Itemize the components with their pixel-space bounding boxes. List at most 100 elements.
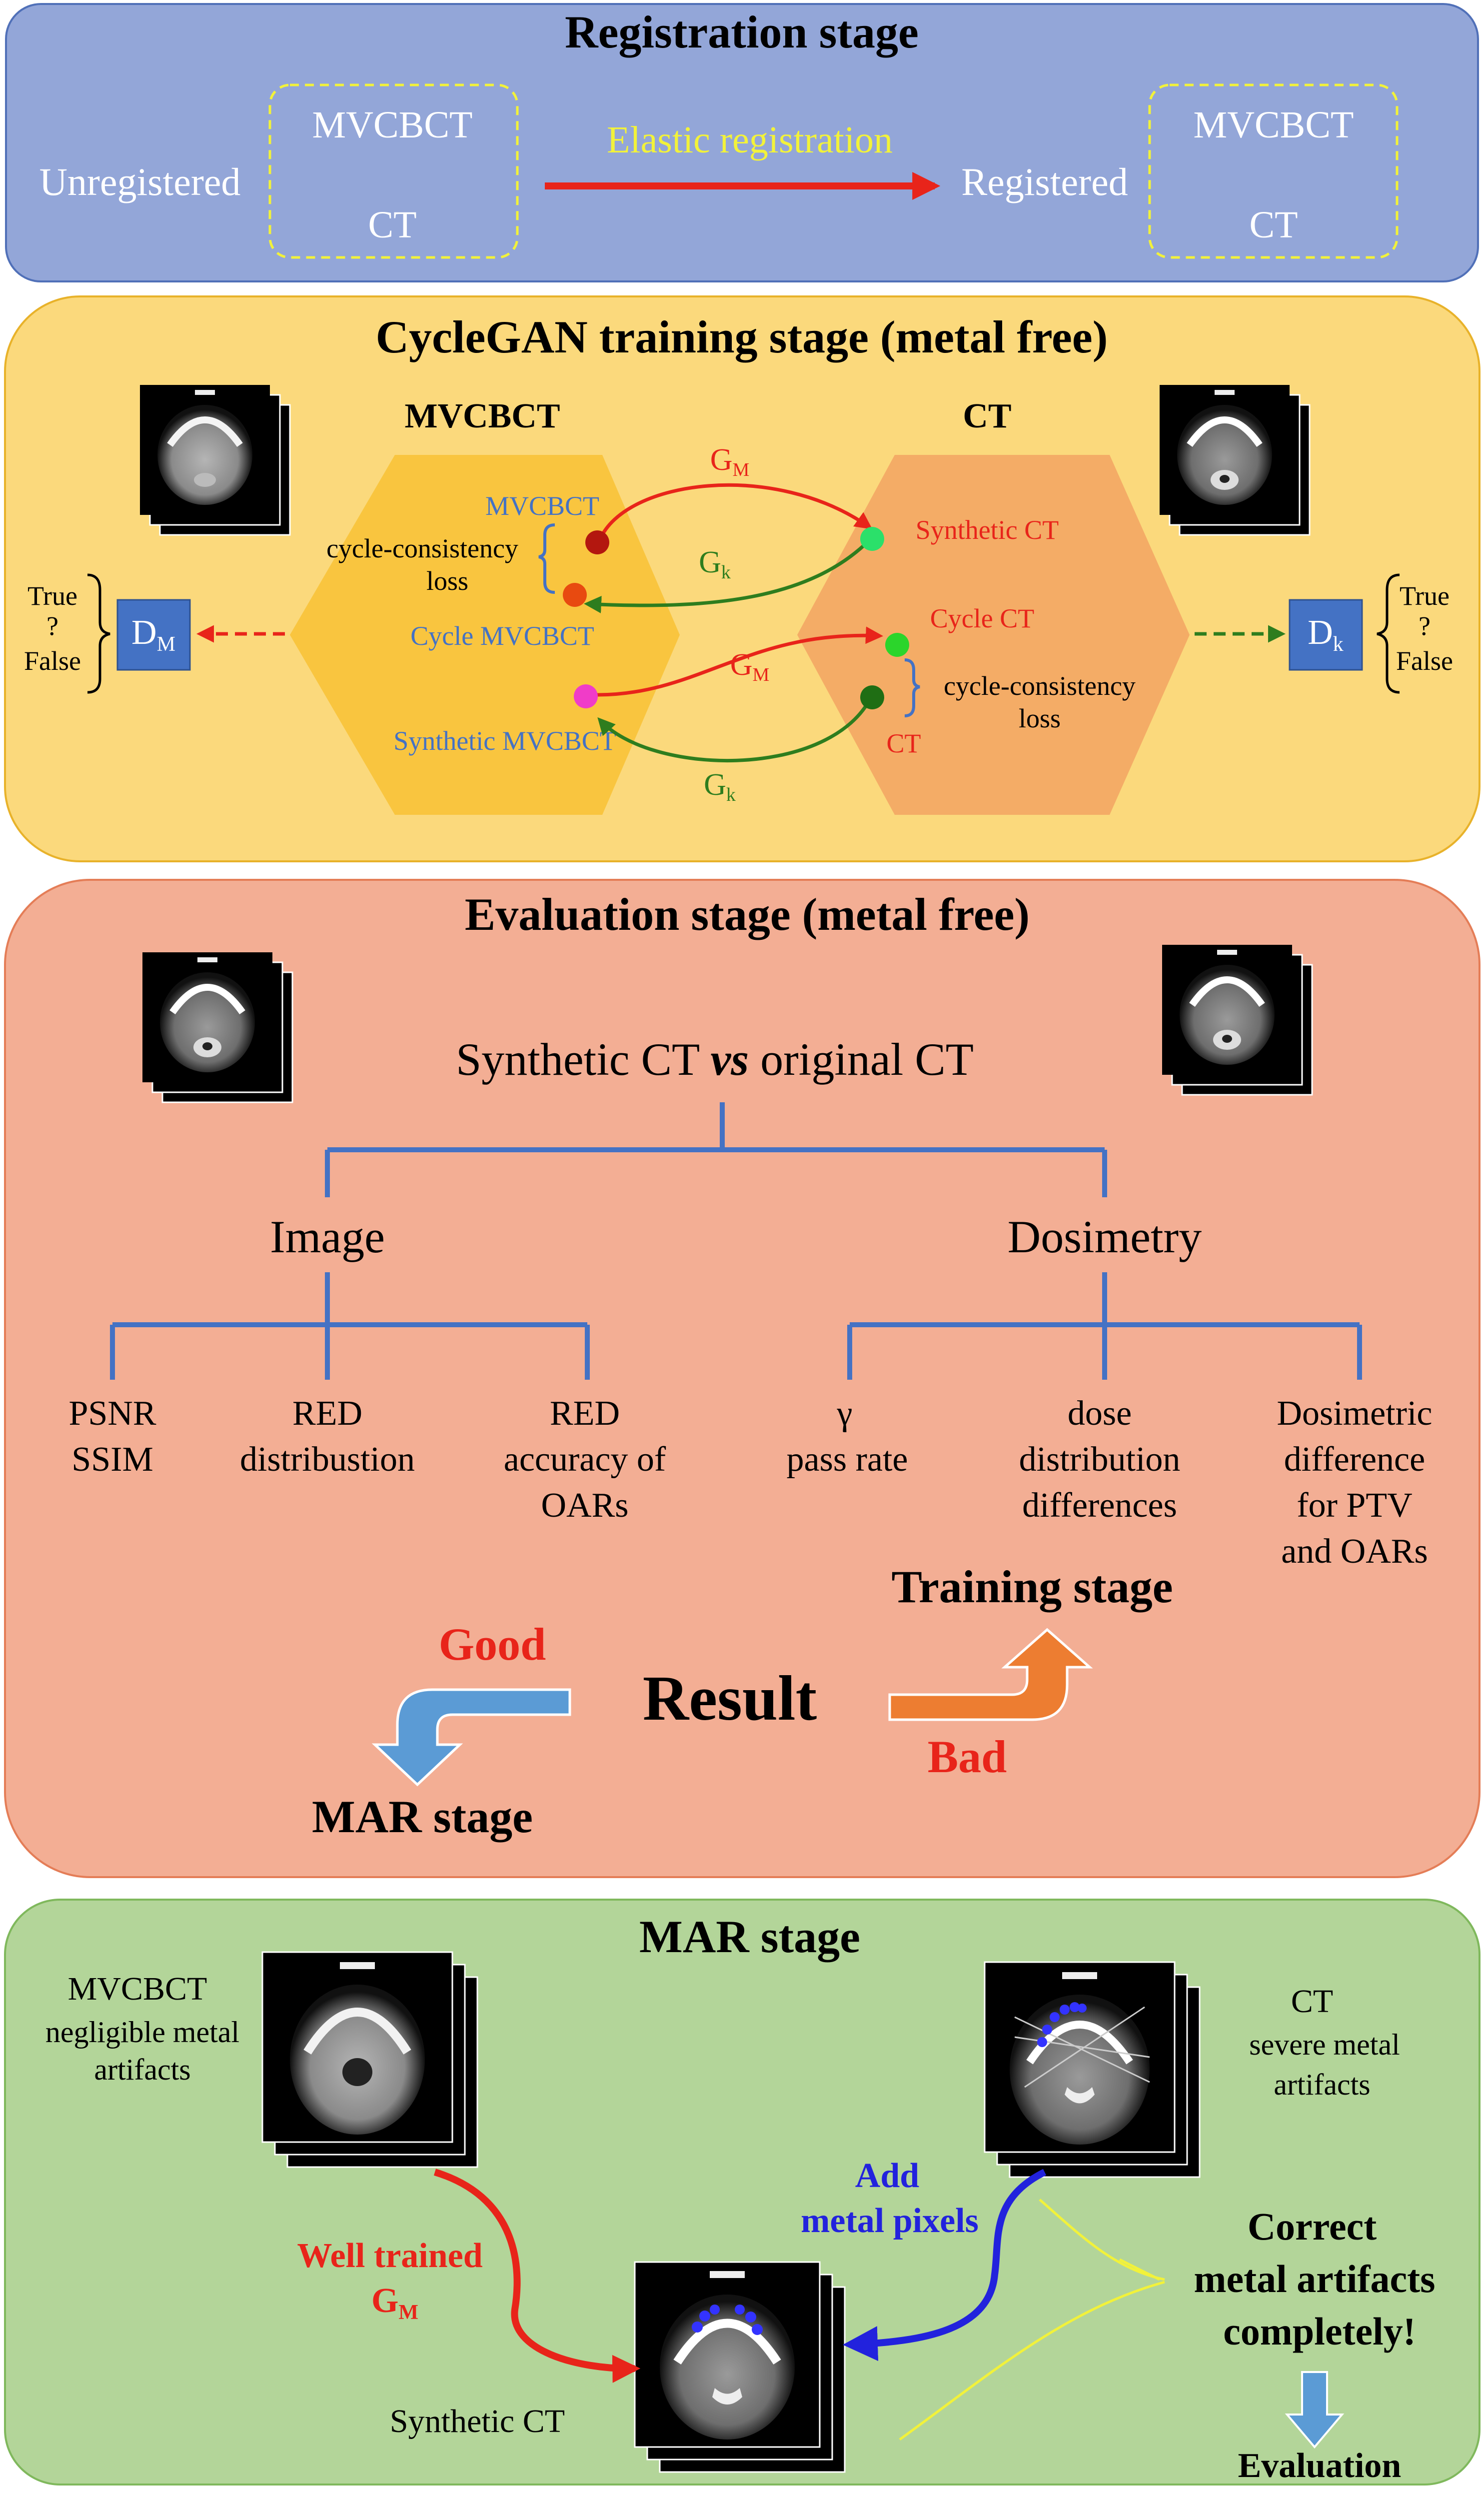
cycle-mvcbct-label: Cycle MVCBCT [410,621,594,651]
evaluation-panel-bg [4,879,1481,1878]
ct-dot [860,685,884,709]
mar-synthetic-ct-label: Synthetic CT [390,2403,565,2440]
right-disc-true: True [1400,581,1450,611]
evaluation-panel: Evaluation stage (metal free) Synthetic … [4,879,1481,1878]
synthetic-mvcbct-label: Synthetic MVCBCT [393,726,616,756]
svg-text:accuracy of: accuracy of [504,1440,666,1479]
cycle-ct-dot [885,633,909,657]
mar-mvcbct-scan-stack [261,1951,478,2168]
svg-text:artifacts: artifacts [94,2053,190,2086]
correct-label-line1: Correct [1248,2205,1377,2248]
svg-text:differences: differences [1022,1486,1177,1525]
right-cycle-loss-brace [904,658,920,717]
svg-text:pass rate: pass rate [787,1440,908,1479]
unregistered-mvcbct: MVCBCT [312,104,473,146]
mvcbct-scan-stack [140,385,291,536]
gm-bottom-arrow [597,626,883,697]
cyclegan-panel-bg [4,295,1481,862]
evaluation-label: Evaluation [1238,2447,1402,2485]
result-label: Result [643,1663,817,1734]
add-metal-label-line1: Add [855,2157,919,2195]
right-cycle-loss-line1: cycle-consistency [944,671,1136,701]
mar-ct-caption: CT severe metal artifacts [1249,1983,1400,2101]
registration-title: Registration stage [565,6,919,57]
mar-stage-label: MAR stage [312,1791,533,1842]
mar-mvcbct-caption: MVCBCT negligible metal artifacts [45,1971,239,2086]
right-discriminator-label: Dk [1308,613,1344,656]
synthetic-ct-dot [860,527,884,551]
gk-bottom-arrow [597,699,872,763]
image-metric-red-accuracy: RED accuracy of OARs [504,1394,666,1525]
mvcbct-hexagon [290,455,680,815]
svg-text:negligible metal: negligible metal [45,2016,239,2049]
correction-yellow-arrow-bottom [899,2281,1165,2441]
dosimetry-metric-ptv-oars: Dosimetric difference for PTV and OARs [1277,1394,1432,1571]
dosimetry-metric-dose-distribution: dose distribution differences [1019,1394,1181,1525]
unregistered-pair-box [268,83,519,259]
mar-synthetic-ct-scan-stack [634,2261,846,2473]
svg-text:PSNR: PSNR [68,1394,156,1433]
registered-pair-box [1148,83,1399,259]
svg-text:severe metal: severe metal [1249,2028,1400,2061]
evaluation-title: Evaluation stage (metal free) [465,889,1030,940]
correction-yellow-arrow-middle [1119,2258,1161,2281]
add-metal-arrow [843,2169,1047,2362]
left-cycle-loss-line2: loss [426,566,468,596]
bad-arrow [888,1628,1093,1721]
svg-text:for PTV: for PTV [1297,1486,1412,1525]
right-discriminator-box [1289,599,1363,671]
ct-domain-header: CT [963,397,1011,435]
left-cycle-loss-brace [538,523,555,594]
left-disc-brace [87,573,110,694]
svg-text:artifacts: artifacts [1274,2068,1370,2101]
good-arrow [371,1688,571,1787]
right-cycle-loss-line2: loss [1019,703,1061,733]
correct-label-line2: metal artifacts [1194,2257,1436,2301]
mvcbct-dot [585,530,609,554]
mar-ct-metal-scan-stack [984,1961,1201,2178]
gk-top-label: Gk [699,545,731,583]
evaluation-down-arrow [1285,2371,1345,2449]
synthetic-ct-label: Synthetic CT [916,515,1059,545]
svg-text:MVCBCT: MVCBCT [68,1971,207,2007]
gm-top-arrow [598,483,873,541]
right-disc-brace [1377,573,1400,694]
gk-bottom-label: Gk [704,768,736,805]
mar-panel: MAR stage MVCBCT negligible metal artifa… [4,1899,1481,2486]
ct-point-label: CT [886,728,921,758]
add-metal-label-line2: metal pixels [801,2202,979,2240]
mvcbct-domain-header: MVCBCT [404,397,560,435]
registration-panel: Registration stage Unregistered MVCBCT C… [5,3,1479,282]
dosimetry-metric-gamma: γ pass rate [787,1394,908,1479]
gk-top-arrow [584,538,871,613]
image-branch-header: Image [270,1211,385,1262]
correction-yellow-arrow-top [1039,2199,1165,2281]
left-discriminator-label: DM [131,613,175,656]
registration-panel-bg [5,3,1479,282]
cycle-ct-label: Cycle CT [930,603,1034,633]
well-trained-label: Well trained [297,2237,482,2275]
svg-text:and OARs: and OARs [1281,1532,1428,1571]
registered-mvcbct: MVCBCT [1194,104,1354,146]
training-stage-label: Training stage [891,1561,1173,1612]
synthetic-mvcbct-dot [574,684,598,708]
left-disc-false: False [24,646,81,676]
svg-text:γ: γ [837,1394,853,1433]
left-disc-question: ? [46,611,58,641]
left-disc-true: True [27,581,77,611]
cycle-mvcbct-dot [563,583,587,607]
svg-text:distribution: distribution [1019,1440,1181,1479]
eval-original-scan-stack [1162,945,1313,1096]
svg-text:difference: difference [1284,1440,1425,1479]
mvcbct-point-label: MVCBCT [485,491,599,521]
svg-text:distribustion: distribustion [240,1440,415,1479]
unregistered-ct: CT [368,204,416,246]
svg-text:RED: RED [550,1394,620,1433]
svg-text:SSIM: SSIM [71,1440,153,1479]
svg-text:Dosimetric: Dosimetric [1277,1394,1432,1433]
right-disc-false: False [1396,646,1453,676]
correct-label-line3: completely! [1223,2310,1416,2353]
left-discriminator-group: True ? False DM [24,573,285,694]
well-trained-arrow [433,2169,641,2383]
